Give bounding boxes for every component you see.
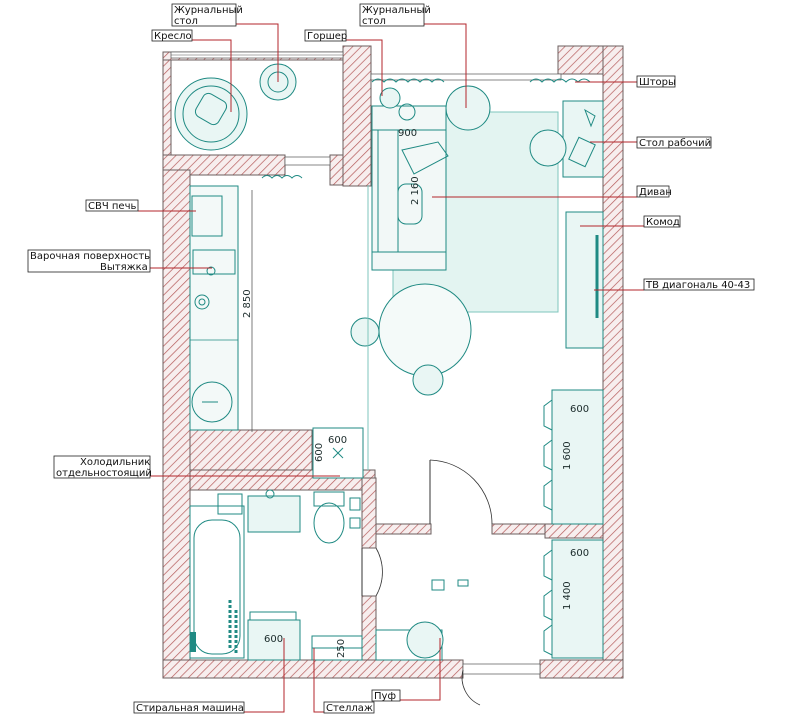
living-coffee-table <box>445 85 491 131</box>
wardrobe-1 <box>543 389 604 525</box>
shelf <box>311 635 363 661</box>
pouf <box>375 621 444 661</box>
dim-sofa-width: 900 <box>398 128 417 139</box>
dim-wardrobe2-width: 600 <box>570 548 589 559</box>
label-tv: ТВ диагональ 40-43 <box>645 280 750 291</box>
dim-fridge-depth: 600 <box>314 443 325 462</box>
dim-wardrobe2-length: 1 400 <box>562 581 573 610</box>
dim-shelf-width: 250 <box>336 639 347 658</box>
toilet <box>313 491 361 544</box>
label-coffee-table-top-2: стол <box>174 16 198 27</box>
label-pouf: Пуф <box>374 691 396 702</box>
washing-machine <box>247 611 301 661</box>
dim-wardrobe1-width: 600 <box>570 404 589 415</box>
hallway-lamp <box>431 579 445 591</box>
label-desk: Стол рабочий <box>639 138 711 149</box>
sofa <box>371 105 449 271</box>
sink <box>217 489 301 533</box>
armchair <box>174 77 248 151</box>
callout-leaders <box>138 23 644 713</box>
wardrobe-2 <box>543 539 604 659</box>
desk <box>529 100 604 178</box>
label-fridge-1: Холодильник <box>80 457 150 468</box>
curtains <box>261 78 591 179</box>
label-washer: Стиральная машина <box>136 703 244 714</box>
planter <box>379 87 416 121</box>
label-coffee-table-mid-1: Журнальный <box>362 5 431 16</box>
entrance-door <box>429 459 493 525</box>
label-sofa: Диван <box>639 187 672 198</box>
dim-sofa-length: 2 160 <box>410 176 421 205</box>
label-coffee-table-mid-2: стол <box>362 16 386 27</box>
fridge <box>312 427 364 479</box>
label-curtains: Шторы <box>639 77 676 88</box>
hallway-switch <box>457 579 469 587</box>
dim-fridge-width: 600 <box>328 435 347 446</box>
label-hood: Вытяжка <box>100 262 148 273</box>
balcony-door <box>461 669 481 706</box>
label-planter: Горшер <box>307 31 347 42</box>
label-dresser: Комод <box>646 217 680 228</box>
dresser <box>565 211 604 349</box>
label-fridge-2: отдельностоящий <box>56 468 152 479</box>
kitchen-counter <box>189 185 239 431</box>
label-coffee-table-top-1: Журнальный <box>174 5 243 16</box>
dining-table <box>350 283 472 396</box>
label-microwave: СВЧ печь <box>88 201 136 212</box>
bathroom-door <box>361 547 383 597</box>
label-armchair: Кресло <box>154 31 192 42</box>
callout-labels: Журнальный стол Кресло Журнальный стол Г… <box>27 3 755 714</box>
dim-wardrobe1-length: 1 600 <box>562 441 573 470</box>
dim-washer-width: 600 <box>264 634 283 645</box>
label-shelf: Стеллаж <box>326 703 373 714</box>
label-hob: Варочная поверхность <box>30 251 150 262</box>
dim-kitchen-length: 2 850 <box>242 289 253 318</box>
